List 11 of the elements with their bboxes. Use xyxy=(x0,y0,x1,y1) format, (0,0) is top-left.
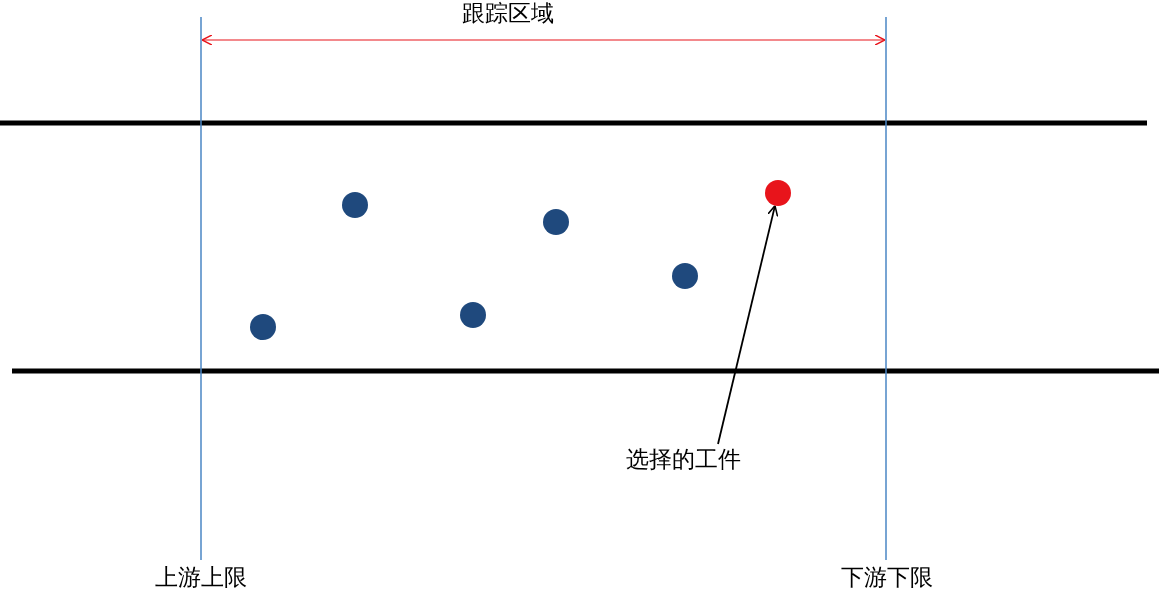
workpiece-dot xyxy=(250,314,276,340)
workpiece-dot xyxy=(765,180,791,206)
zone-label: 跟踪区域 xyxy=(462,0,554,28)
workpiece-dot xyxy=(543,209,569,235)
workpiece-dot xyxy=(342,192,368,218)
leader-line xyxy=(717,204,779,445)
callout-text: 选择的工件 xyxy=(625,446,741,474)
limit-label: 下游下限 xyxy=(841,564,933,592)
workpiece-dot xyxy=(672,263,698,289)
limit-label: 上游上限 xyxy=(155,564,247,592)
workpiece-dot xyxy=(460,302,486,328)
